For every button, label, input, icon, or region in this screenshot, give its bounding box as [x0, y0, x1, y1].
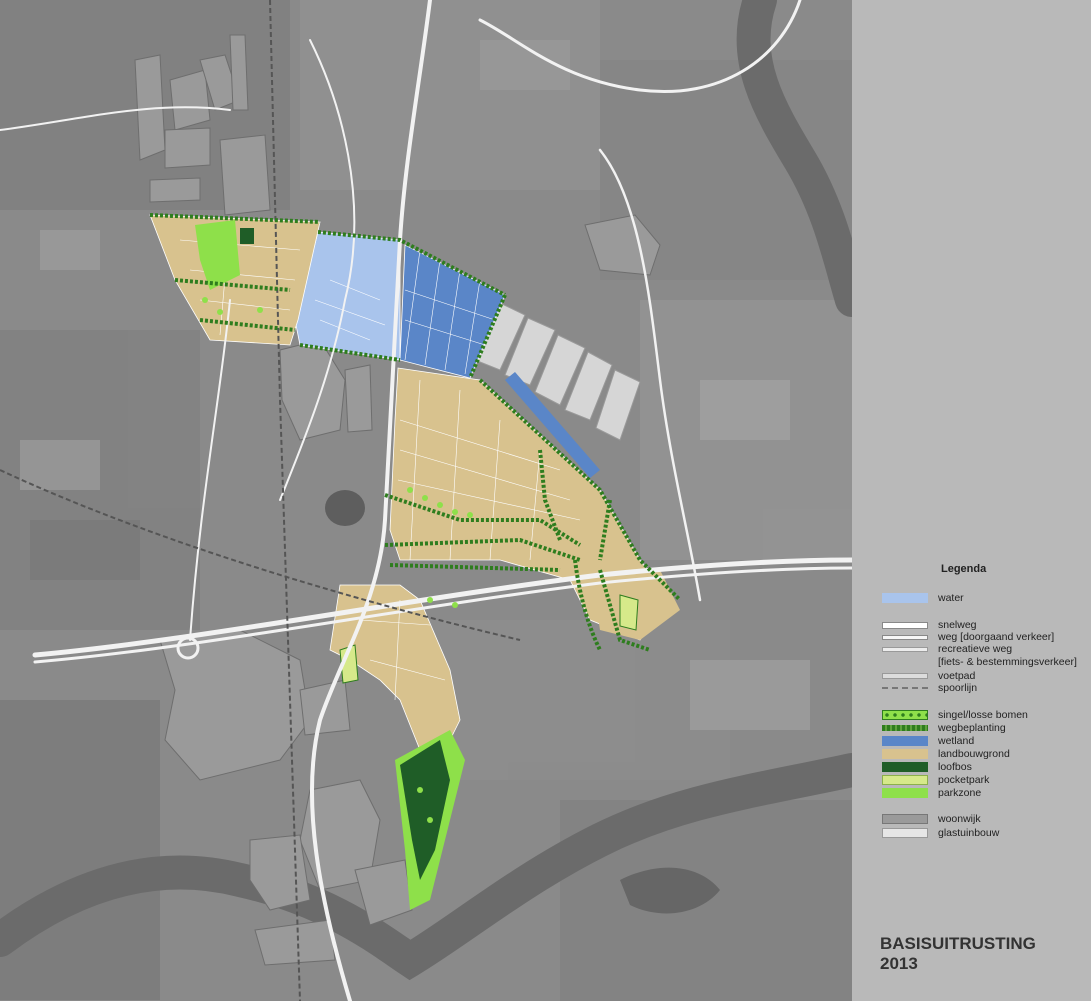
- weg-swatch: [882, 634, 928, 640]
- pond: [325, 490, 365, 526]
- glastuinbouw-blocks: [474, 301, 641, 441]
- wetland-strip: [505, 372, 600, 478]
- loofbos-swatch: [882, 762, 928, 772]
- wetland-plot-lines: [314, 249, 496, 375]
- legend-item-wetland: wetland: [882, 734, 974, 748]
- legend-label: recreatieve weg: [938, 643, 1013, 655]
- roundabout: [176, 636, 200, 660]
- parkzone-swatch: [882, 788, 928, 798]
- legend-item-singel: singel/losse bomen: [882, 708, 1028, 722]
- legend-item-voetpad: voetpad: [882, 669, 975, 683]
- legend-item-woonwijk: woonwijk: [882, 812, 981, 826]
- legend-item-landbouwgrond: landbouwgrond: [882, 747, 1010, 761]
- legend-item-pocketpark: pocketpark: [882, 773, 989, 787]
- legend-label: spoorlijn: [938, 682, 978, 694]
- map-title-year: 2013: [880, 954, 918, 973]
- legend-label: wetland: [938, 735, 975, 747]
- map-title-line1: BASISUITRUSTING: [880, 934, 1036, 953]
- parkzone-west: [195, 220, 240, 290]
- legend-panel: Legenda water snelweg weg [doorgaand ver…: [852, 0, 1091, 1001]
- legend-label: water: [938, 592, 964, 604]
- legend-label: loofbos: [938, 761, 972, 773]
- map-title: BASISUITRUSTING 2013: [880, 934, 1036, 974]
- spoorlijn-swatch: [882, 686, 928, 690]
- rail-lines: [0, 0, 521, 1001]
- pocketpark-2: [619, 594, 639, 631]
- snelweg-swatch: [882, 621, 928, 629]
- legend-item-recreatieve: recreatieve weg: [882, 642, 1012, 656]
- legend-label: landbouwgrond: [938, 748, 1010, 760]
- legend-label: voetpad: [938, 670, 976, 682]
- legend-label: glastuinbouw: [938, 827, 1000, 839]
- wetland-swatch: [882, 736, 928, 746]
- legend-label: pocketpark: [938, 774, 990, 786]
- legend-title: Legenda: [941, 563, 987, 575]
- singel-swatch: [882, 710, 928, 720]
- water-swatch: [882, 593, 928, 603]
- voetpad-swatch: [882, 673, 928, 679]
- legend-item-glastuinbouw: glastuinbouw: [882, 826, 999, 840]
- glastuinbouw-swatch: [882, 828, 928, 838]
- singel-trees: [202, 297, 473, 823]
- legend-label: wegbeplanting: [938, 722, 1006, 734]
- loofbos-patch: [240, 228, 254, 244]
- woonwijk-swatch: [882, 814, 928, 824]
- recreatieve-swatch: [882, 646, 928, 652]
- loofbos-south: [400, 740, 450, 880]
- legend-label: snelweg: [938, 619, 977, 631]
- legend-label-fiets: [fiets- & bestemmingsverkeer]: [938, 656, 1077, 668]
- wegbeplanting-rows: [149, 213, 682, 652]
- legend-label: weg [doorgaand verkeer]: [938, 631, 1055, 643]
- road-network: [0, 0, 852, 1001]
- river: [0, 0, 852, 981]
- woonwijk-blocks: [134, 34, 661, 966]
- lake: [620, 867, 720, 914]
- legend-item-spoorlijn: spoorlijn: [882, 681, 977, 695]
- legend-item-loofbos: loofbos: [882, 760, 972, 774]
- landbouwgrond-swatch: [882, 749, 928, 759]
- legend-label: singel/losse bomen: [938, 709, 1028, 721]
- aerial-map: [0, 0, 852, 1001]
- legend-label: woonwijk: [938, 813, 981, 825]
- wegbeplanting-swatch: [882, 725, 928, 731]
- legend-item-weg: weg [doorgaand verkeer]: [882, 630, 1054, 644]
- legend-item-parkzone: parkzone: [882, 786, 981, 800]
- legend-item-water: water: [882, 591, 964, 605]
- legend-label: parkzone: [938, 787, 982, 799]
- legend-item-snelweg: snelweg: [882, 618, 977, 632]
- legend-item-wegbeplanting: wegbeplanting: [882, 721, 1006, 735]
- landbouw-plot-lines: [179, 219, 581, 701]
- pocketpark-swatch: [882, 775, 928, 785]
